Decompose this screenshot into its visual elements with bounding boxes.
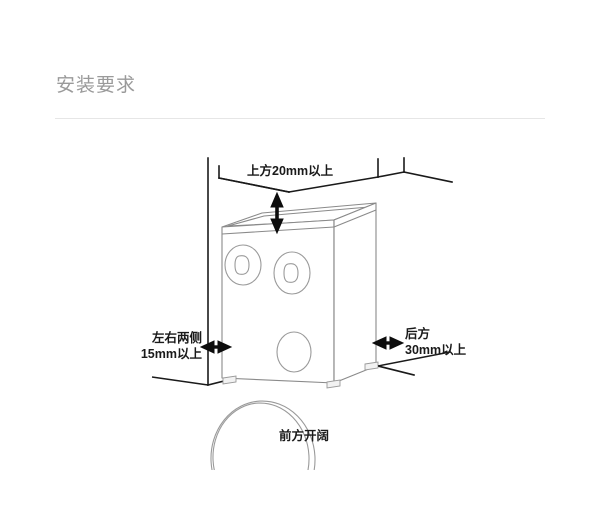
foot-front-left	[222, 375, 237, 385]
clearance-label-rear: 后方 30mm以上	[405, 326, 515, 358]
machine-side-panel	[333, 202, 377, 384]
arrow-top-clearance	[270, 191, 284, 235]
door-outer-ring	[210, 400, 316, 470]
page-title: 安装要求	[56, 75, 137, 96]
clearance-label-sides-line1: 左右两侧	[151, 331, 202, 345]
clearance-label-top: 上方20mm以上	[247, 163, 333, 179]
machine-feet	[222, 361, 379, 389]
installation-clearance-diagram	[151, 157, 453, 470]
clearance-label-rear-line2: 30mm以上	[405, 343, 467, 357]
dispenser-knob-right	[273, 251, 311, 295]
arrow-rear-clearance	[371, 336, 405, 350]
clearance-label-front: 前方开阔	[240, 428, 368, 444]
arrow-left-clearance	[199, 340, 233, 354]
dispenser-knob-left	[224, 244, 262, 286]
machine-front-details	[210, 244, 316, 470]
dispenser-knob-right-inner	[283, 263, 299, 283]
clearance-label-sides: 左右两侧 15mm以上	[118, 330, 202, 362]
clearance-label-rear-line1: 后方	[405, 327, 431, 341]
clearance-label-front-line1: 前方开阔	[278, 429, 329, 443]
filter-cap	[276, 331, 312, 373]
door-inner-ring	[212, 402, 310, 470]
foot-rear-right	[364, 361, 379, 371]
title-divider	[55, 118, 545, 119]
dimension-arrows	[199, 191, 405, 354]
clearance-label-sides-line2: 15mm以上	[140, 347, 202, 361]
dispenser-knob-left-inner	[234, 255, 250, 275]
foot-front-right	[326, 379, 341, 389]
clearance-label-top-line1: 上方20mm以上	[247, 164, 334, 178]
leader-lines	[151, 177, 451, 386]
